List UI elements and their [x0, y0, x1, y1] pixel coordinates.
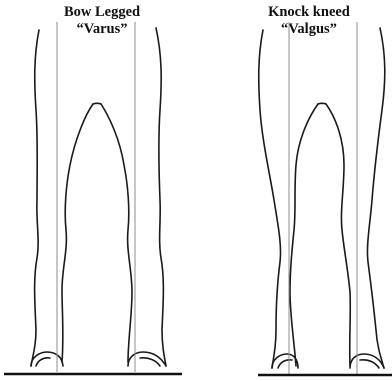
knock-right-hoof — [350, 354, 384, 368]
crotch-arch — [93, 103, 101, 104]
left-hoof — [31, 352, 63, 366]
knock-left-hoof-inner — [278, 360, 292, 368]
knock-crotch-arch — [318, 103, 326, 104]
knock-left-leg-inner-outline — [290, 104, 318, 366]
knock-right-leg-inner-outline — [326, 104, 350, 366]
left-leg-inner-outline — [62, 104, 93, 362]
right-hoof — [128, 352, 166, 366]
right-leg-inner-outline — [101, 104, 132, 362]
right-leg-outer-outline — [156, 28, 166, 366]
right-hoof-inner — [140, 358, 160, 366]
knock-left-leg-outer-outline — [259, 30, 281, 368]
left-leg-outer-outline — [31, 30, 39, 366]
left-hoof-inner — [36, 358, 50, 366]
knock-right-leg-outer-outline — [367, 28, 384, 368]
knock-kneed-legs — [259, 28, 385, 368]
bow-legged-legs — [31, 28, 166, 366]
knock-right-hoof-inner — [360, 360, 379, 368]
